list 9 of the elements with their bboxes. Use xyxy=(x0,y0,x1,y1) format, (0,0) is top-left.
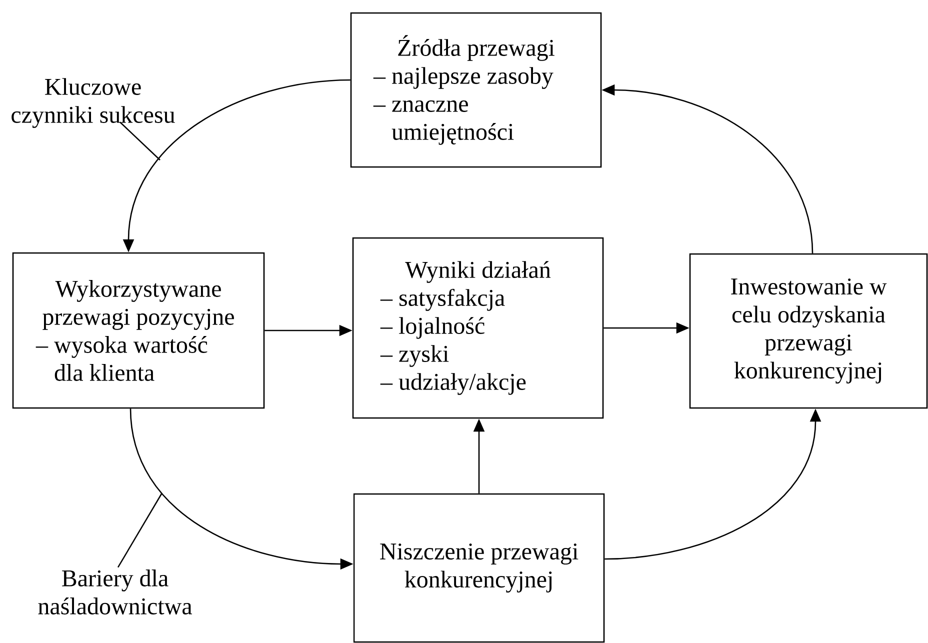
leader-line xyxy=(117,492,163,568)
process-box: Niszczenie przewagi konkurencyjnej xyxy=(353,493,605,643)
process-box: Wyniki działań – satysfakcja – lojalność – zyski – udziały/akcje xyxy=(352,237,604,419)
process-box: Wykorzystywane przewagi pozycyjne – wysoka wartość dla klienta xyxy=(12,252,265,409)
annotation-text: Bariery dla naśladownictwa xyxy=(38,570,192,614)
leader-line xyxy=(120,122,160,160)
process-box: Źródła przewagi – najlepsze zasoby – znaczne umiejętności xyxy=(350,12,602,168)
annotation-text: Kluczowe czynniki sukcesu xyxy=(12,78,175,128)
process-box: Inwestowanie w celu odzyskania przewagi konkurencyjnej xyxy=(689,253,928,409)
